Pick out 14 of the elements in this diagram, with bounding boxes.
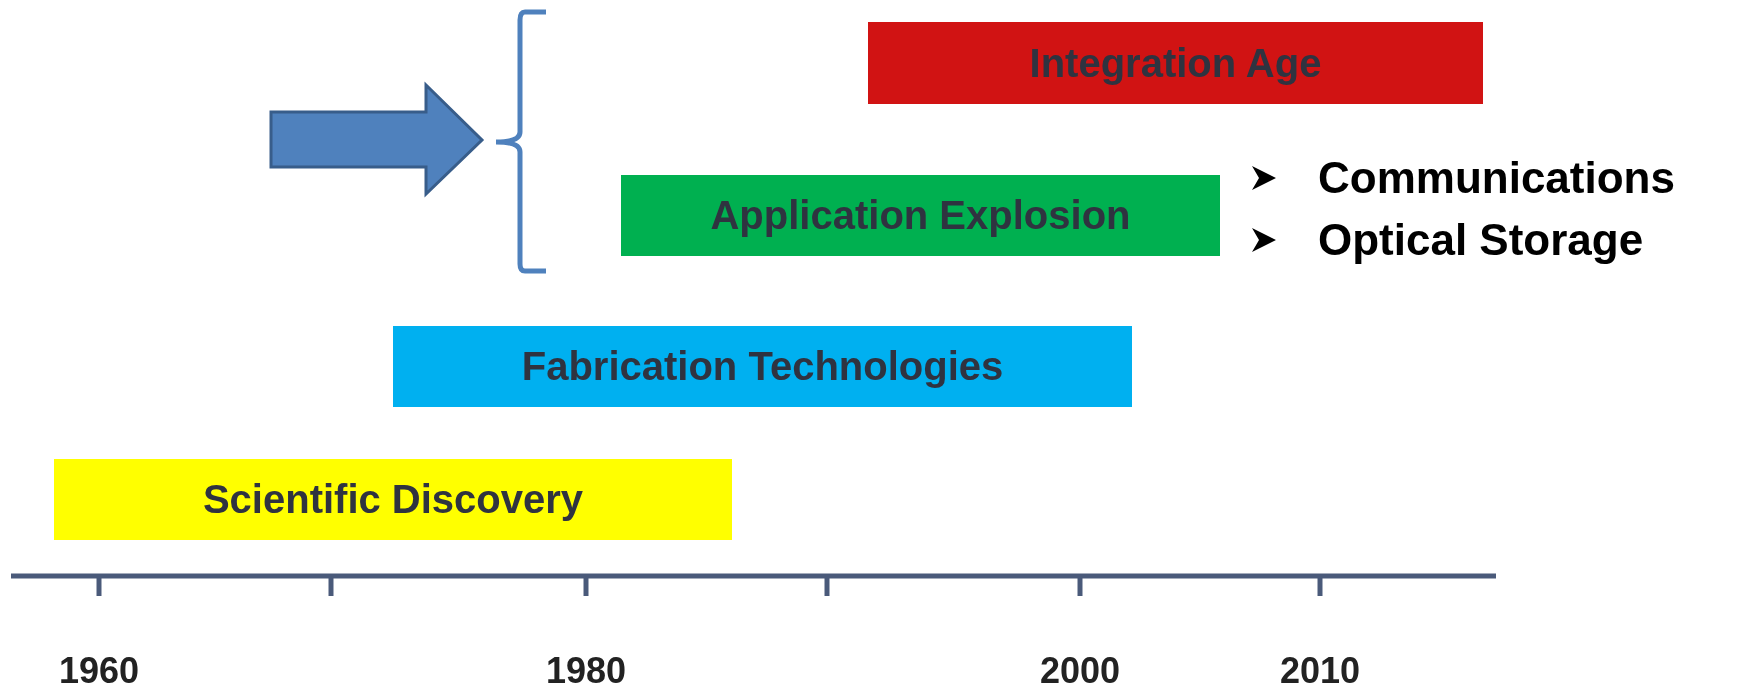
phase-bar [54,459,732,540]
bullet-item: Optical Storage [1318,218,1644,262]
phase-label: Application Explosion [710,193,1131,238]
year-label: 2000 [1039,653,1121,689]
phase-bar [393,326,1132,407]
year-label: 2010 [1279,653,1361,689]
phase-label: Fabrication Technologies [521,344,1004,389]
phase-label: Integration Age [1029,40,1322,86]
phase-label: Scientific Discovery [202,477,584,522]
bullet-item: Communications [1318,156,1675,200]
phase-bar [621,175,1220,256]
year-label: 1960 [58,653,140,689]
year-label: 1980 [545,653,627,689]
phase-bar [868,22,1483,104]
